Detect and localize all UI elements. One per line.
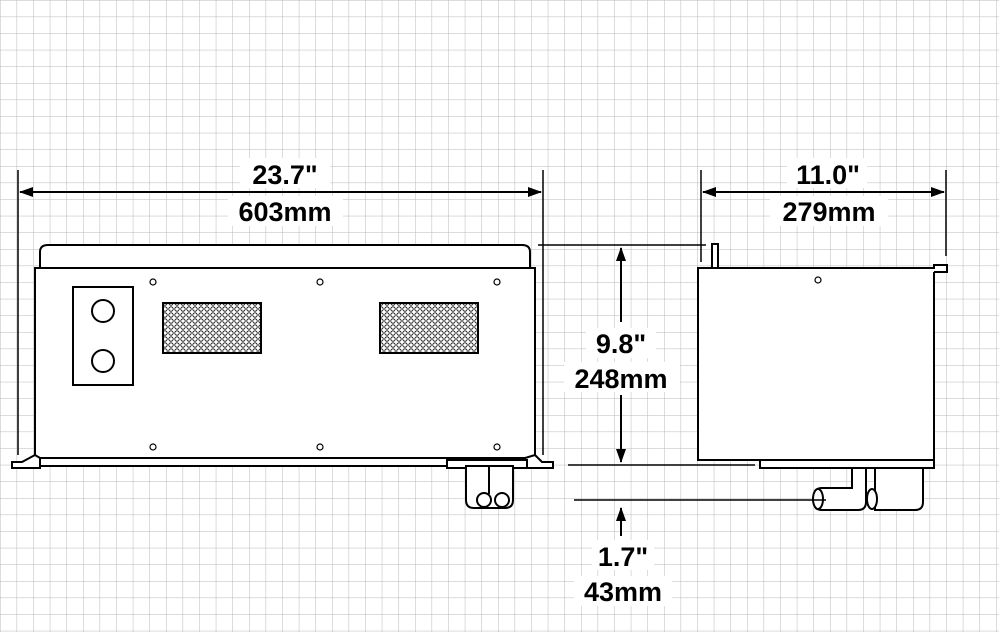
connector-top [91,299,115,323]
side-lid-tab [711,243,719,269]
screw [149,278,157,286]
front-fitting-end-right [494,492,510,508]
vent-grille-left [162,302,262,354]
dimension-lines [17,170,947,536]
depth-inches-label: 11.0" [796,160,860,190]
fitting-mm-label: 43mm [584,577,662,607]
side-base-strip [759,459,935,469]
screw [493,443,501,451]
side-view [697,243,948,511]
screw [814,276,822,284]
side-pipe-end [812,488,824,510]
width-mm-label: 603mm [238,197,331,227]
depth-mm-label: 279mm [782,197,875,227]
screw [493,278,501,286]
front-view [11,244,554,509]
side-pipe-right [874,467,924,511]
height-inches-label: 9.8" [596,329,646,359]
fitting-inches-label: 1.7" [598,542,648,572]
screw [316,443,324,451]
vent-grille-right [379,302,479,354]
screw [149,443,157,451]
front-lid [39,244,531,269]
side-lid-lip [698,264,948,273]
label-backgrounds [228,158,888,606]
connector-bottom [91,349,115,373]
side-pipe-end [866,488,878,510]
front-fitting-end-left [476,492,492,508]
width-inches-label: 23.7" [252,160,317,190]
height-mm-label: 248mm [574,364,667,394]
screw [316,278,324,286]
side-body [697,267,935,461]
